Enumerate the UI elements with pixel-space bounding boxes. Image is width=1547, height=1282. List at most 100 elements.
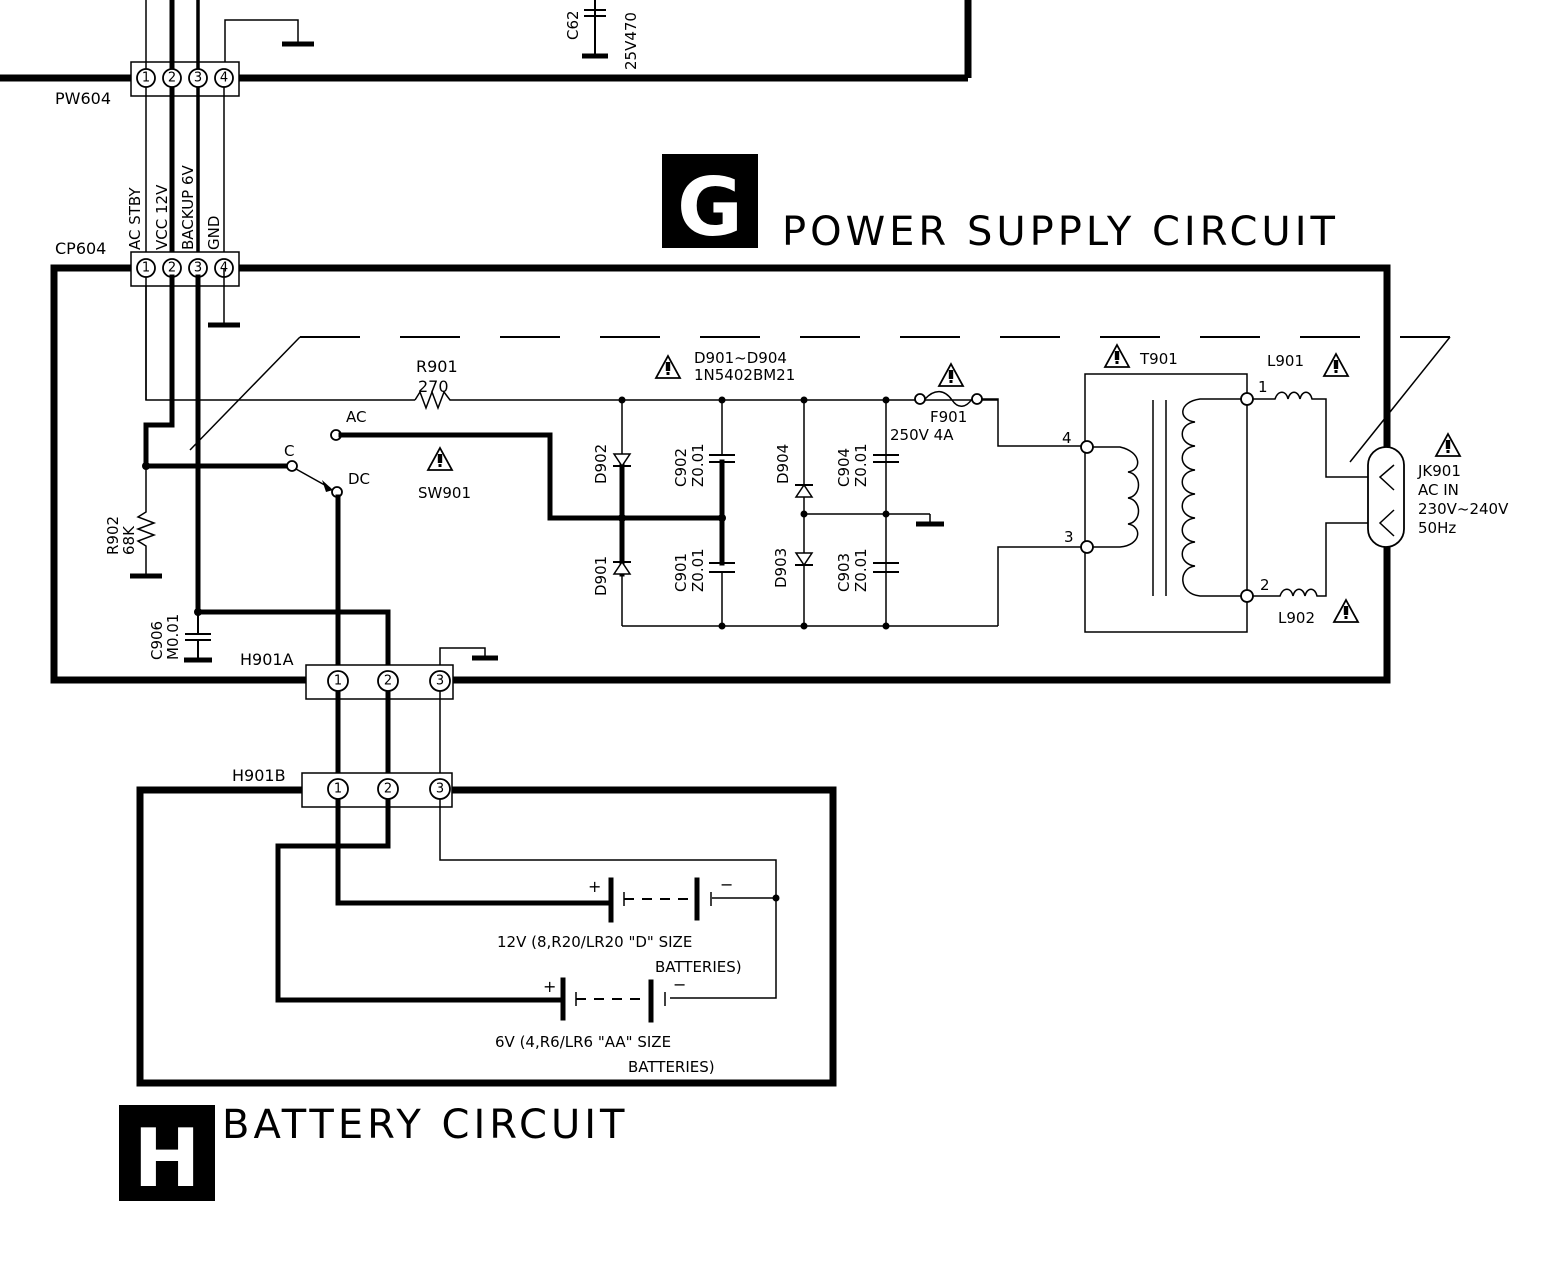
c906-ref: C906 [148,621,166,660]
sw901-dc: DC [348,470,370,488]
battery-6v-desc-2: BATTERIES) [628,1058,715,1076]
capacitor-c903 [873,562,899,573]
diode-d902 [612,453,632,468]
svg-text:1: 1 [142,261,150,276]
h901a-ref: H901A [240,650,294,669]
svg-text:G: G [677,161,743,254]
battery-board-frame [136,786,837,1087]
r901-ref: R901 [416,357,458,376]
battery-12v: + − 12V (8,R20/LR20 "D" SIZE BATTERIES) [497,875,742,976]
ac-inlet-jk901: JK901 AC IN 230V~240V 50Hz [1367,433,1509,548]
battery-12v-plus: + [588,877,601,896]
c62-value: 25V470 [622,12,640,70]
d901-ref: D901 [592,556,610,596]
battery-6v: + − 6V (4,R6/LR6 "AA" SIZE BATTERIES) [495,975,715,1076]
warning-icon [427,447,453,471]
f901-ref: F901 [930,408,967,426]
line-filter: L901 L902 [1253,352,1372,627]
fuse-f901: F901 250V 4A [890,363,1085,626]
battery-6v-plus: + [543,977,556,996]
capacitor-c902 [709,454,735,463]
section-h-title: BATTERY CIRCUIT [222,1102,628,1148]
c904-ref: C904 [835,448,853,487]
svg-text:2: 2 [384,674,392,689]
diode-d904 [794,483,814,498]
t901-pin-3: 3 [1064,528,1074,546]
r902-value: 68K [120,525,138,555]
signal-gnd: GND [205,216,223,250]
warning-icon [655,355,681,379]
t901-pin-4: 4 [1062,429,1072,447]
capacitor-c62: C62 25V470 [564,0,640,70]
d904-ref: D904 [774,444,792,484]
svg-text:3: 3 [194,71,202,86]
connector-h901a: H901A [240,647,498,700]
signal-ac-stby: AC STBY [126,187,144,250]
jk901-voltage: 230V~240V [1418,500,1509,518]
c904-value: Z0.01 [852,443,870,487]
warning-icon [938,363,964,387]
connector-h901b: H901B [232,766,453,808]
svg-text:1: 1 [334,674,342,689]
d903-ref: D903 [772,548,790,588]
diode-d901 [612,560,632,575]
c62-ref: C62 [564,10,582,40]
harness-signal-labels: AC STBY VCC 12V BACKUP 6V GND [126,164,223,250]
battery-12v-minus: − [720,875,733,894]
svg-text:3: 3 [436,674,444,689]
pw604-pins: 1 2 3 4 [136,68,234,88]
svg-text:1: 1 [142,71,150,86]
r901-value: 270 [418,377,449,396]
warning-icon [1333,599,1359,623]
warning-icon [1104,344,1130,368]
battery-wiring [275,787,780,1003]
diode-group-ref: D901~D904 [694,349,787,367]
h901b-pins: 1 2 3 [327,778,451,800]
signal-vcc-12v: VCC 12V [153,184,171,250]
t901-ref: T901 [1139,350,1178,368]
capacitor-c904 [873,454,899,463]
t901-pin-2: 2 [1260,576,1270,594]
jk901-ref: JK901 [1417,462,1461,480]
jk901-frequency: 50Hz [1418,519,1456,537]
transformer-t901: 4 3 1 2 T901 [1062,344,1270,633]
warning-icon [1435,433,1461,457]
sw901-ref: SW901 [418,484,471,502]
l902-ref: L902 [1278,609,1315,627]
diode-part-number: 1N5402BM21 [694,366,795,384]
switch-sw901: AC C DC SW901 [284,408,725,684]
c901-value: Z0.01 [689,548,707,592]
sw901-ac: AC [346,408,366,426]
svg-text:1: 1 [334,782,342,797]
capacitor-c906: C906 M0.01 [148,608,212,663]
battery-6v-desc: 6V (4,R6/LR6 "AA" SIZE [495,1033,671,1051]
diode-d903 [794,552,814,567]
battery-12v-desc: 12V (8,R20/LR20 "D" SIZE [497,933,692,951]
pw604-gnd-wire [224,19,299,78]
h901-interconnect [335,678,441,792]
pw604-ref: PW604 [55,89,111,108]
svg-text:3: 3 [436,782,444,797]
svg-text:4: 4 [220,71,228,86]
section-h-header: H BATTERY CIRCUIT [119,1102,628,1205]
battery-12v-desc-2: BATTERIES) [655,958,742,976]
l901-ref: L901 [1267,352,1304,370]
r902-ref: R902 [104,516,122,555]
c902-ref: C902 [672,448,690,487]
t901-pin-1: 1 [1258,378,1268,396]
h901b-ref: H901B [232,766,286,785]
warning-icon [1323,353,1349,377]
cp604-wiring [143,268,415,684]
jk901-ac-in: AC IN [1418,481,1459,499]
resistor-r901: R901 270 [414,357,622,411]
capacitor-c901 [709,562,735,573]
svg-text:2: 2 [384,782,392,797]
h901a-pins: 1 2 3 [327,670,451,692]
c903-value: Z0.01 [852,548,870,592]
c903-ref: C903 [835,553,853,592]
d902-ref: D902 [592,444,610,484]
resistor-r902: R902 68K [104,462,295,579]
section-g-title: POWER SUPPLY CIRCUIT [782,209,1339,255]
section-g-header: G POWER SUPPLY CIRCUIT [662,154,1339,255]
